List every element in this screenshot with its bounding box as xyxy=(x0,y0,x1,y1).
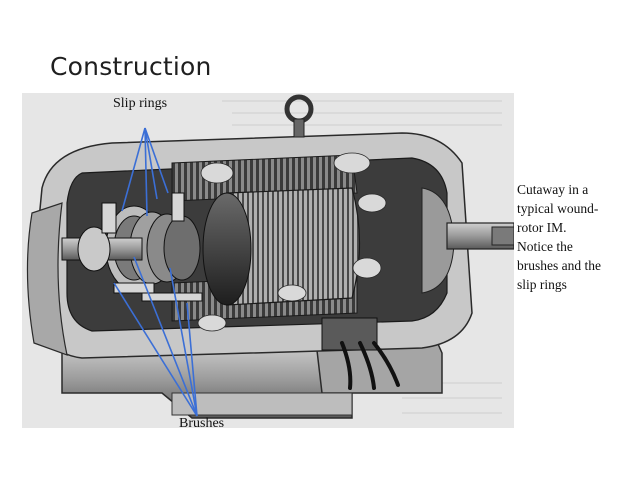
slide-title: Construction xyxy=(50,52,212,81)
caption-line: typical wound- xyxy=(517,201,599,216)
caption-line: Cutaway in a xyxy=(517,182,589,197)
caption-line: slip rings xyxy=(517,277,567,292)
caption-line: Notice the xyxy=(517,239,573,254)
motor-cutaway-illustration xyxy=(22,93,514,428)
motor-drawing xyxy=(22,93,514,428)
caption-line: rotor IM. xyxy=(517,220,567,235)
figure-caption: Cutaway in a typical wound- rotor IM. No… xyxy=(517,180,629,294)
caption-line: brushes and the xyxy=(517,258,601,273)
slip-rings-label: Slip rings xyxy=(113,96,168,111)
brushes-label: Brushes xyxy=(179,416,225,431)
